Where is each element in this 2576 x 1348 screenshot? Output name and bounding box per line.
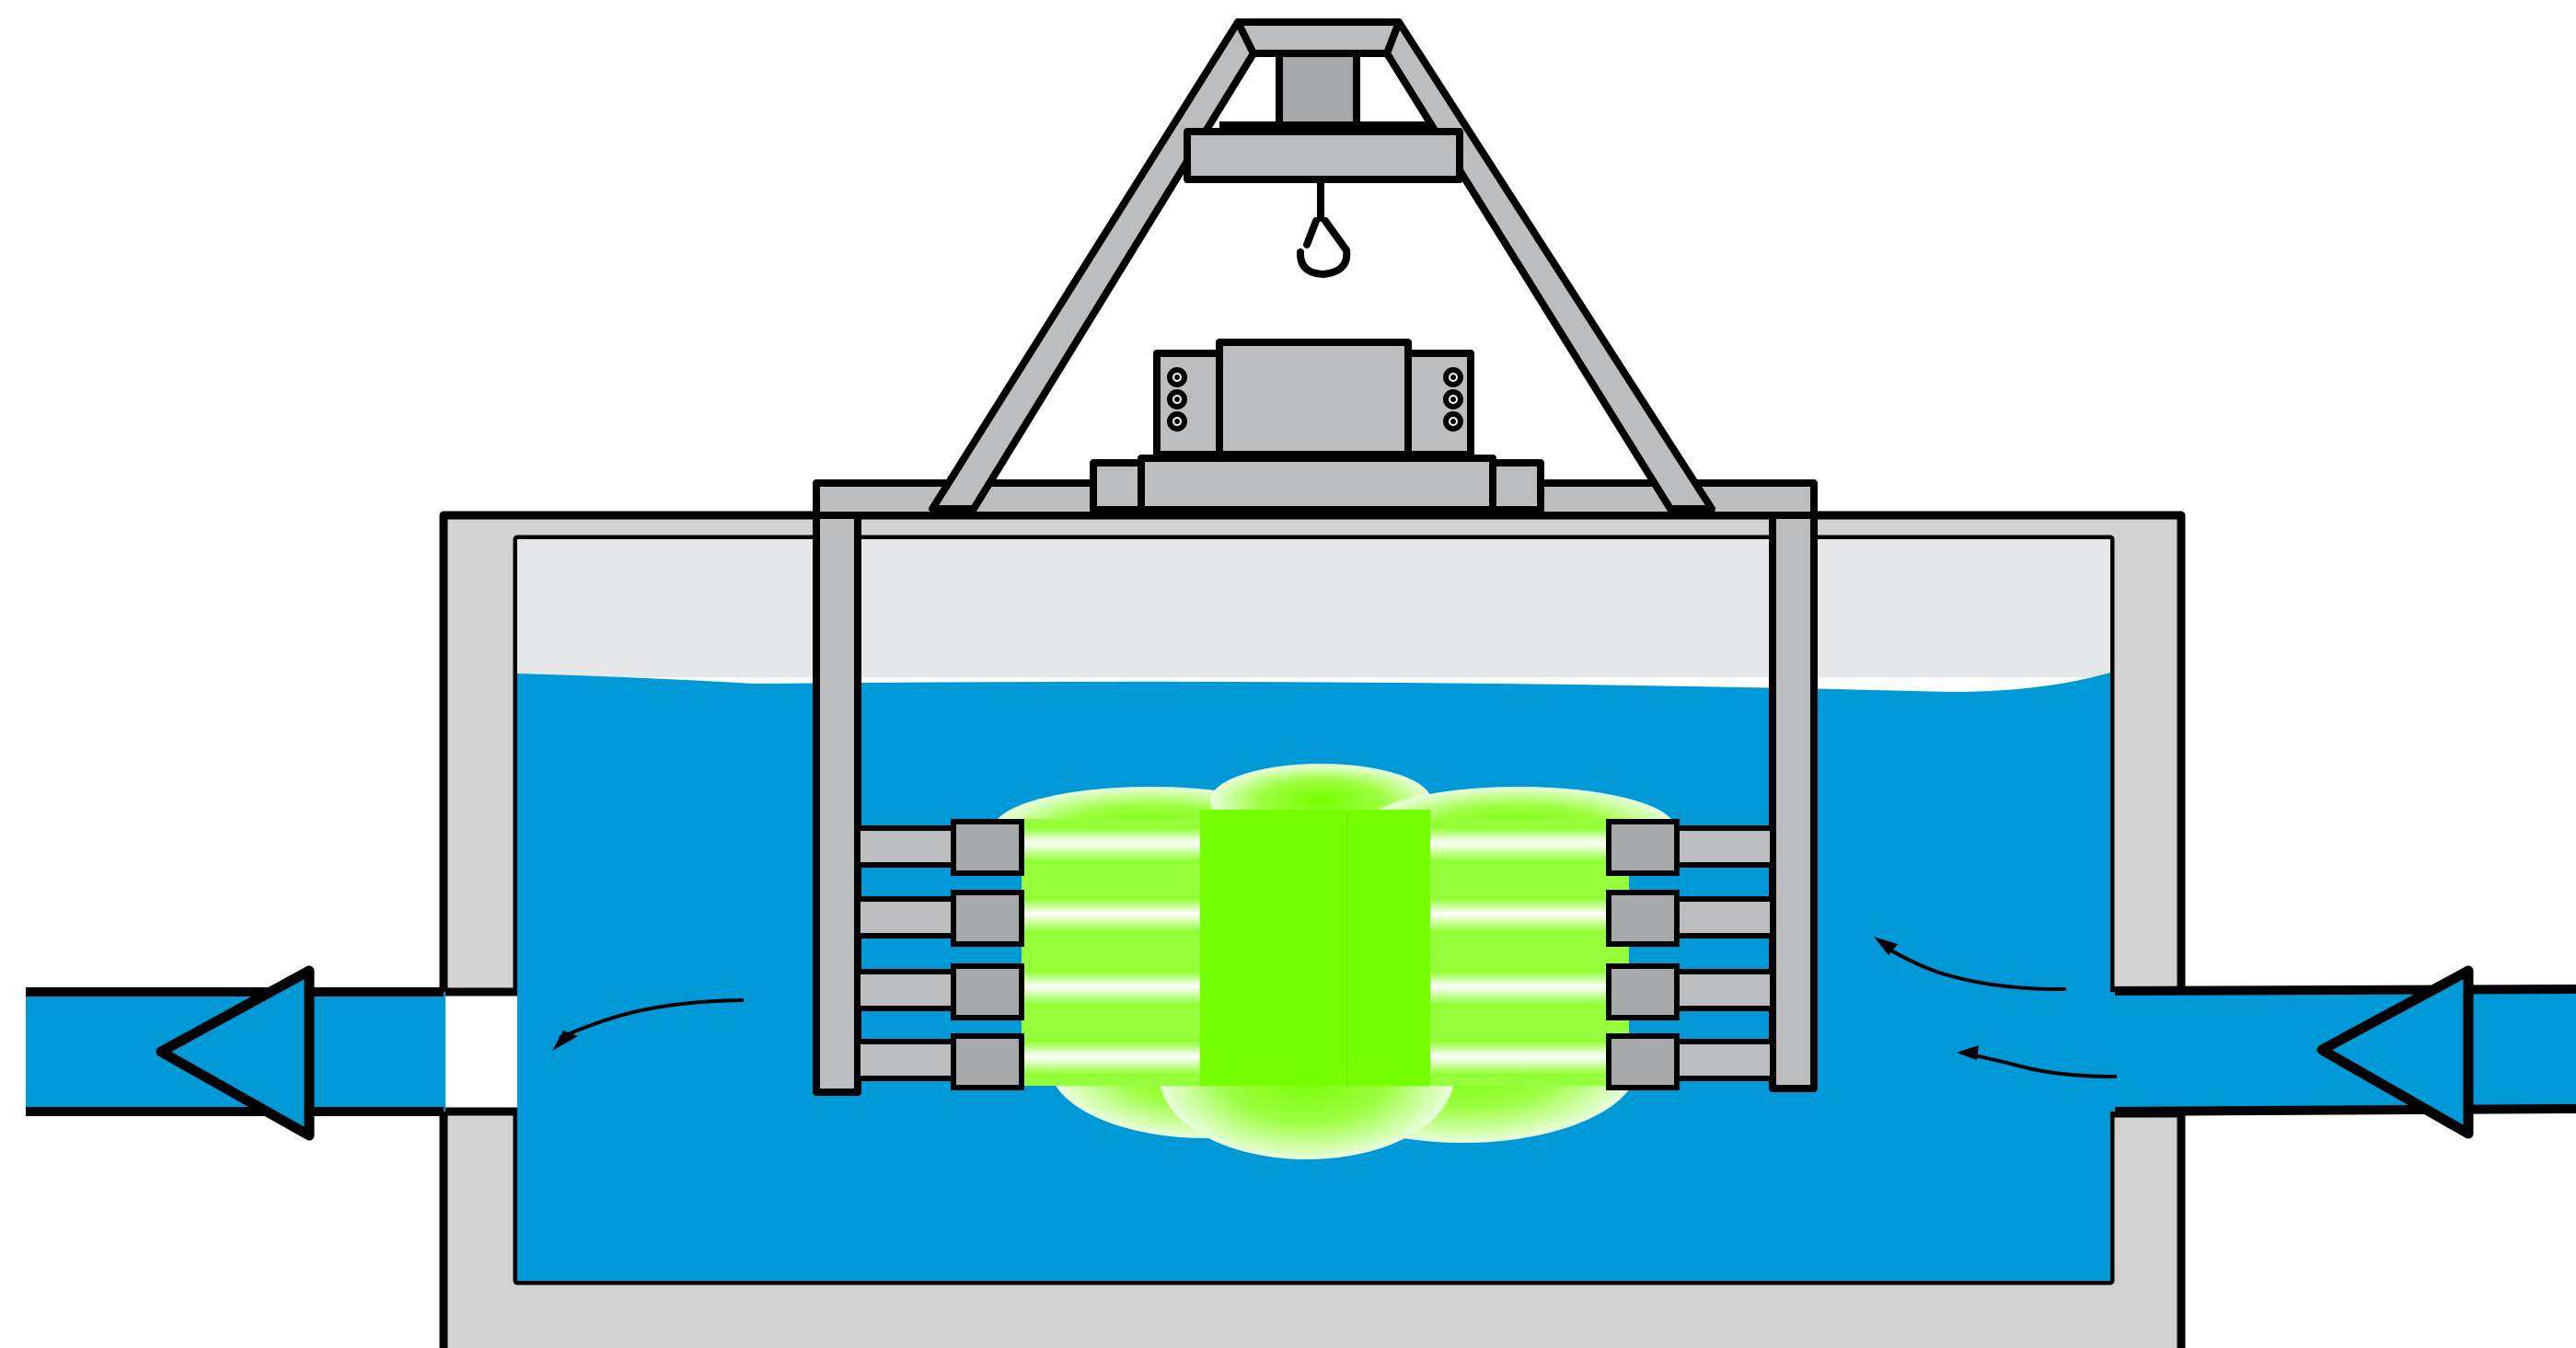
flow-arrow-outlet-icon [559,998,745,1040]
module-leg-right [1769,505,1818,1092]
air-space [517,539,2110,677]
flow-arrow-inlet-upper-head-icon [1874,937,1898,955]
flow-arrow-outlet-head-icon [552,1031,578,1051]
lamp-caps-right [1606,819,1680,1090]
outlet-pipe [26,965,445,1141]
uv-lamp-module [813,505,1818,1096]
hoist-hook-icon [1297,178,1351,278]
outlet-flow-arrow-icon [156,965,315,1141]
inlet-flow-arrow-icon [2316,965,2474,1139]
enclosure-base [1138,455,1496,513]
ballast-enclosure [1090,339,1544,513]
module-leg-left [813,505,861,1096]
enclosure-side-right [1404,350,1474,458]
enclosure-side-left [1153,350,1223,458]
hoist-block [1276,50,1360,129]
uv-glow [994,764,1675,1159]
lifting-frame-crossbar [1184,128,1463,183]
inlet-pipe [2106,965,2576,1139]
enclosure-foot-left [1090,459,1145,513]
flow-arrows [552,937,2118,1078]
lamp-caps-left [951,819,1024,1090]
flow-arrow-inlet-lower-icon [1969,1053,2118,1078]
flow-arrow-inlet-upper-icon [1885,946,2067,992]
enclosure-body [1216,339,1412,458]
flow-arrow-inlet-lower-head-icon [1957,1045,1979,1060]
lifting-frame-top [1234,18,1403,57]
enclosure-foot-right [1489,459,1544,513]
lamp-sleeves-right [1674,825,1775,1081]
lifting-frame [929,18,1715,513]
